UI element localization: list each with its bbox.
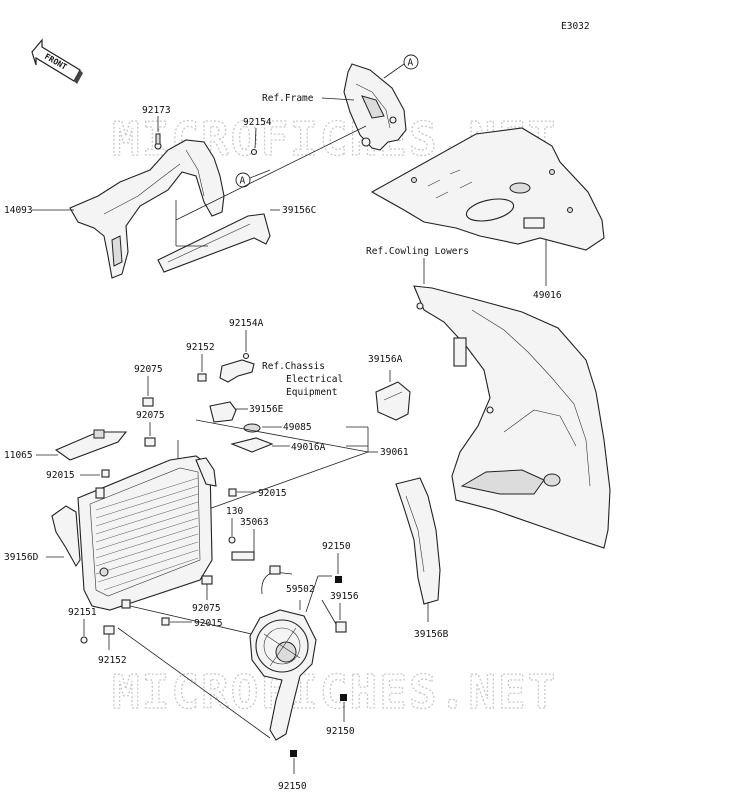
- label-92173: 92173: [142, 105, 171, 116]
- label-39156d: 39156D: [4, 552, 39, 563]
- grommet-92075-c-icon: [201, 575, 213, 585]
- gasket-49016a-icon: [230, 437, 274, 453]
- label-92152-top: 92152: [186, 342, 215, 353]
- fan-assembly: [249, 565, 317, 741]
- grommet-92075-b-icon: [144, 437, 156, 447]
- label-39156b: 39156B: [414, 629, 449, 640]
- grommet-92075-a-icon: [142, 397, 154, 407]
- pad-39156a: [375, 381, 411, 421]
- label-59502: 59502: [286, 584, 315, 595]
- ref-chassis-3: Equipment: [286, 387, 337, 398]
- diagram-code: E3032: [561, 21, 590, 32]
- label-39156a: 39156A: [368, 354, 403, 365]
- label-39156e: 39156E: [249, 404, 284, 415]
- label-92075-a: 92075: [134, 364, 163, 375]
- label-92150-c: 92150: [278, 781, 307, 792]
- pad-39156-icon: [335, 621, 347, 633]
- label-92150-b: 92150: [326, 726, 355, 737]
- nut-92150-c-icon: [290, 750, 297, 757]
- bracket-14093: [69, 139, 225, 279]
- bracket-39156e: [209, 401, 237, 423]
- ref-frame: Ref.Frame: [262, 93, 314, 104]
- label-11065: 11065: [4, 450, 33, 461]
- pad-39156c: [157, 213, 271, 273]
- clip-92015-b-icon: [228, 488, 237, 497]
- radiator: [77, 455, 217, 611]
- watermark-bottom: MICROFICHES.NET: [112, 665, 557, 719]
- clip-92015-a-icon: [101, 469, 110, 478]
- label-49016a: 49016A: [291, 442, 326, 453]
- nut-92152-top-icon: [197, 373, 207, 382]
- label-35063: 35063: [240, 517, 269, 528]
- label-92151: 92151: [68, 607, 97, 618]
- callout-a-top-icon: [403, 54, 419, 70]
- label-92015-a: 92015: [46, 470, 75, 481]
- callout-a-top: A: [408, 58, 414, 69]
- gasket-11065-icon: [54, 431, 128, 461]
- label-39156: 39156: [330, 591, 359, 602]
- plate-49016: [370, 127, 605, 251]
- pad-39156b: [395, 477, 441, 605]
- label-39061: 39061: [380, 447, 409, 458]
- screw-92154a-icon: [242, 352, 250, 360]
- ref-chassis-1: Ref.Chassis: [262, 361, 325, 372]
- clip-92015-c-icon: [161, 617, 170, 626]
- clamp-130-icon: [228, 536, 236, 544]
- label-39156c: 39156C: [282, 205, 316, 216]
- label-49016: 49016: [533, 290, 562, 301]
- collar-92152-icon: [103, 625, 115, 635]
- label-49085: 49085: [283, 422, 312, 433]
- pad-39156d-icon: [51, 505, 81, 568]
- nut-92150-b-icon: [340, 694, 347, 701]
- label-92015-c: 92015: [194, 618, 223, 629]
- label-92015-b: 92015: [258, 488, 287, 499]
- label-92154a: 92154A: [229, 318, 264, 329]
- label-92075-b: 92075: [136, 410, 165, 421]
- label-92150-a: 92150: [322, 541, 351, 552]
- label-92075-c: 92075: [192, 603, 221, 614]
- screw-92154-icon: [250, 148, 258, 156]
- nut-92150-a-icon: [335, 576, 342, 583]
- label-130: 130: [226, 506, 243, 517]
- hose-35063-icon: [231, 551, 255, 561]
- label-14093: 14093: [4, 205, 33, 216]
- front-arrow-icon: FRONT: [31, 38, 83, 84]
- ref-chassis-2: Electrical: [286, 374, 343, 385]
- frame-bracket: [343, 63, 407, 151]
- label-92152-bottom: 92152: [98, 655, 127, 666]
- bolt-92151-icon: [80, 636, 88, 644]
- callout-a-left: A: [240, 176, 246, 187]
- chassis-bracket: [219, 359, 255, 383]
- label-92154: 92154: [243, 117, 272, 128]
- cowling-lower: [413, 285, 611, 549]
- ref-cowling-lowers: Ref.Cowling Lowers: [366, 246, 469, 257]
